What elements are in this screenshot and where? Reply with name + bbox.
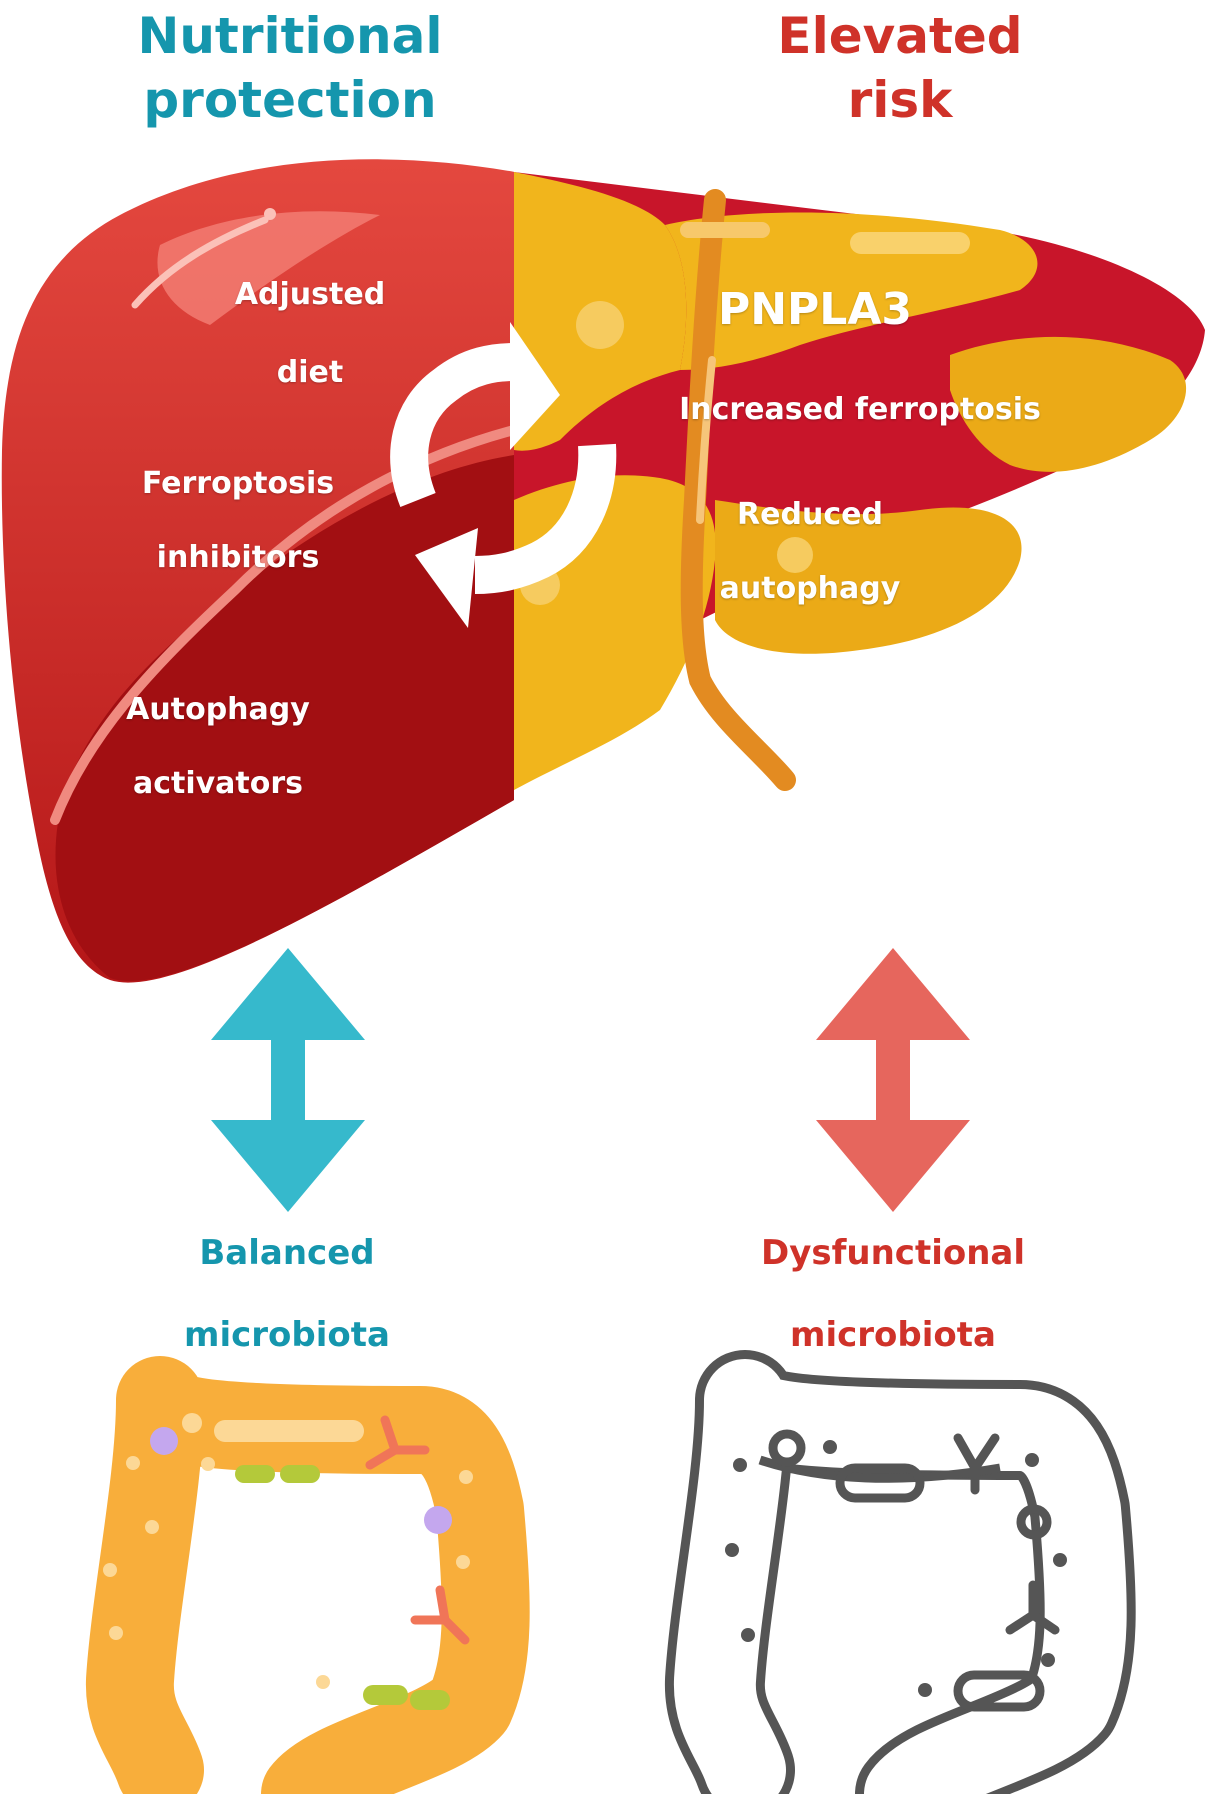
heading-line: risk (847, 71, 953, 129)
label-line: inhibitors (156, 540, 320, 575)
fatty-liver-vessel (680, 189, 796, 791)
label-line: microbiota (184, 1315, 390, 1355)
healthy-liver-half (1, 159, 514, 983)
heading-line: Elevated (777, 7, 1023, 65)
balanced-microbiota-label: Balanced microbiota (137, 1212, 437, 1376)
healthy-liver-shine (131, 216, 269, 309)
heading-line: protection (143, 71, 437, 129)
label-line: Adjusted (234, 277, 386, 312)
heading-line: Nutritional (137, 7, 443, 65)
pnpla3-label: PNPLA3 (717, 284, 913, 335)
healthy-liver-highlight (157, 211, 380, 325)
label-line: autophagy (719, 571, 901, 606)
nutritional-protection-heading: Nutritional protection (90, 4, 490, 132)
intestine-icon-dysfunctional (664, 1350, 1136, 1794)
label-line: Balanced (199, 1233, 375, 1273)
fatty-liver-fat-3 (950, 336, 1187, 472)
reduced-autophagy-label: Reduced autophagy (670, 478, 950, 626)
ferroptosis-inhibitors-label: Ferroptosis inhibitors (108, 447, 368, 595)
fatty-liver-half (514, 172, 1205, 791)
increased-ferroptosis-label: Increased ferroptosis (679, 392, 1041, 427)
healthy-liver-lower-lobe (55, 455, 514, 982)
label-line: Ferroptosis (141, 466, 335, 501)
adjusted-diet-label: Adjusted diet (180, 256, 440, 412)
bidirectional-arrow-icon-right (816, 948, 970, 1212)
intestine-icon-healthy (85, 1356, 530, 1794)
autophagy-activators-label: Autophagy activators (88, 673, 348, 821)
dysfunctional-microbiota-label: Dysfunctional microbiota (718, 1212, 1068, 1376)
label-line: Autophagy (126, 692, 310, 727)
label-line: Dysfunctional (760, 1233, 1026, 1273)
label-line: diet (276, 355, 344, 390)
label-line: microbiota (790, 1315, 996, 1355)
label-line: Reduced (737, 497, 883, 532)
cycle-arrows-icon (390, 322, 617, 628)
elevated-risk-heading: Elevated risk (700, 4, 1100, 132)
bidirectional-arrow-icon-left (211, 948, 365, 1212)
label-line: activators (132, 766, 304, 801)
